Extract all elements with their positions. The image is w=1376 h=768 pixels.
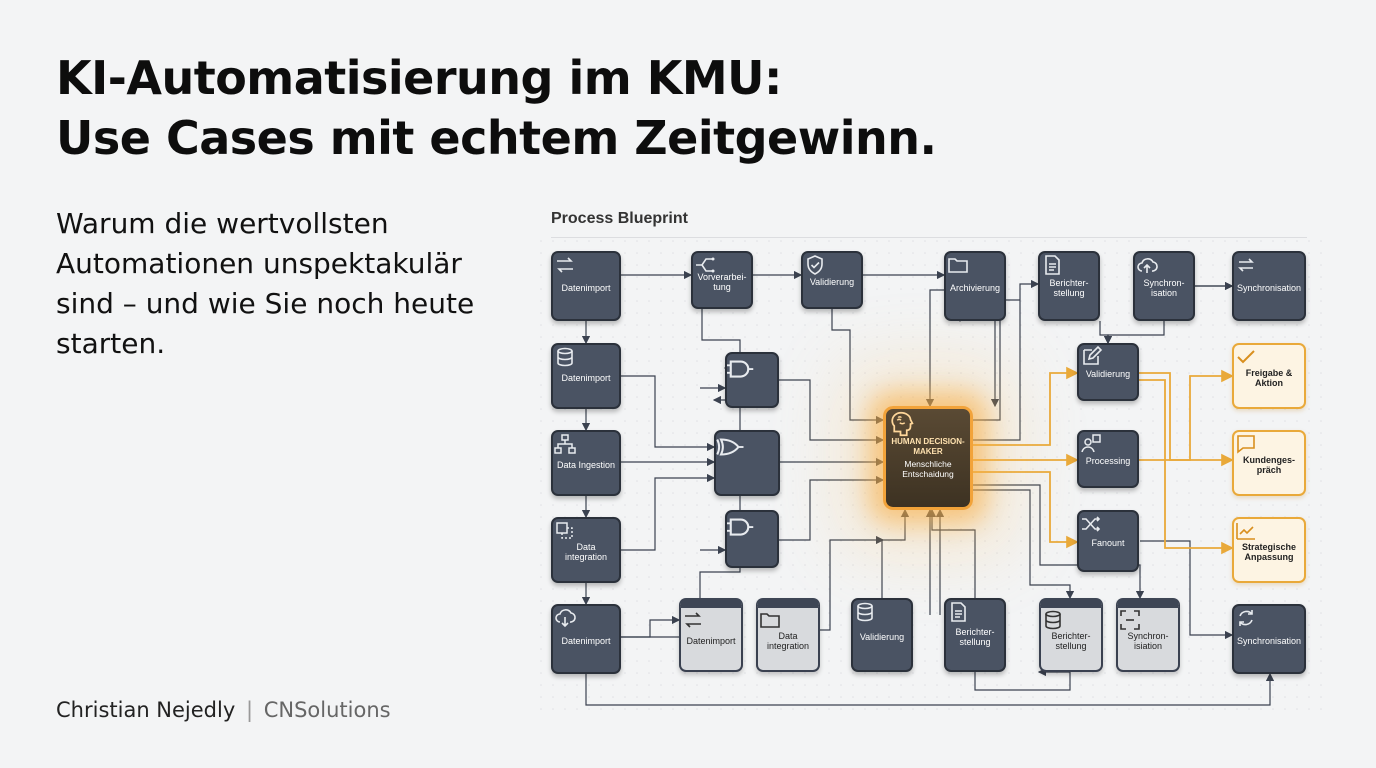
subtitle: Warum die wertvollsten Automationen unsp…: [56, 207, 475, 360]
brain-head-icon: [891, 411, 914, 437]
node-archivierung[interactable]: Archivierung: [944, 251, 1006, 321]
node-kundenges-präch[interactable]: Kundenges-präch: [1232, 430, 1306, 496]
connector: [1103, 321, 1165, 345]
title-line-1: KI-Automatisierung im KMU:: [56, 51, 782, 105]
node-label: Datenimport: [561, 282, 611, 293]
node-label: Synchronisation: [1236, 282, 1302, 293]
node-label: Datenimport: [686, 635, 736, 646]
author-credit: Christian Nejedly | CNSolutions: [56, 698, 391, 722]
node-label: Berichter-stellung: [955, 626, 995, 647]
node-synchron-isiation[interactable]: Synchron-isiation: [1116, 598, 1180, 672]
node-label: Synchronisation: [1236, 635, 1302, 646]
node-label: Validierung: [809, 276, 855, 287]
author-separator: |: [245, 698, 254, 722]
node-label: Synchron-isiation: [1127, 630, 1169, 651]
logic-gate[interactable]: [725, 352, 779, 408]
node-label: Archivierung: [949, 282, 1001, 293]
logic-gate[interactable]: [725, 510, 779, 568]
node-label: Berichter-stellung: [1049, 277, 1089, 298]
logic-gate[interactable]: [714, 430, 780, 496]
node-fanount[interactable]: Fanount: [1077, 510, 1139, 572]
node-label: Berichter-stellung: [1051, 630, 1091, 651]
connector: [974, 667, 1071, 691]
node-datenimport[interactable]: Datenimport: [551, 251, 621, 321]
node-label: Freigabe & Aktion: [1245, 367, 1293, 388]
connector: [927, 508, 976, 650]
node-data-integration[interactable]: Data integration: [551, 517, 621, 583]
connector: [831, 309, 885, 425]
process-diagram: HUMAN DECISION-MAKER Menschliche Entscha…: [540, 240, 1330, 720]
connector: [973, 484, 1145, 600]
node-synchronisation[interactable]: Synchronisation: [1232, 251, 1306, 321]
connector-layer: [540, 240, 1330, 720]
node-synchronisation[interactable]: Synchronisation: [1232, 604, 1306, 674]
human-decision-maker[interactable]: HUMAN DECISION-MAKER Menschliche Entscha…: [883, 406, 973, 510]
connector: [973, 279, 1040, 441]
node-datenimport[interactable]: Datenimport: [551, 604, 621, 674]
page-title: KI-Automatisierung im KMU: Use Cases mit…: [56, 48, 937, 168]
orange-connector: [973, 366, 1079, 446]
connector: [925, 289, 944, 408]
node-processing[interactable]: Processing: [1077, 430, 1139, 488]
node-strategische-anpassung[interactable]: Strategische Anpassung: [1232, 517, 1306, 583]
node-freigabe-aktion[interactable]: Freigabe & Aktion: [1232, 343, 1306, 409]
node-label: Datenimport: [561, 635, 611, 646]
node-label: Data Ingestion: [556, 459, 616, 470]
node-data-integration[interactable]: Data integration: [756, 598, 820, 672]
node-validierung[interactable]: Validierung: [851, 598, 913, 672]
orange-connector: [973, 471, 1079, 549]
node-vorverarbei-tung[interactable]: Vorverarbei-tung: [691, 251, 753, 309]
connector: [820, 535, 885, 631]
node-datenimport[interactable]: Datenimport: [551, 343, 621, 409]
human-label: Menschliche Entschaidung: [902, 459, 954, 479]
node-berichter-stellung[interactable]: Berichter-stellung: [1038, 251, 1100, 321]
node-validierung[interactable]: Validierung: [1077, 343, 1139, 401]
blueprint-title: Process Blueprint: [551, 210, 688, 227]
blueprint-divider: [551, 237, 1307, 238]
node-label: Strategische Anpassung: [1241, 541, 1297, 562]
title-line-2: Use Cases mit echtem Zeitgewinn.: [56, 111, 937, 165]
node-label: Data integration: [564, 541, 608, 562]
node-validierung[interactable]: Validierung: [801, 251, 863, 309]
connector: [621, 615, 681, 638]
node-label: Kundenges-präch: [1242, 454, 1295, 475]
connector: [881, 508, 910, 620]
connector: [621, 375, 716, 452]
connector: [621, 473, 716, 551]
node-label: Synchron-isation: [1143, 277, 1185, 298]
node-label: Processing: [1085, 455, 1131, 466]
connector: [779, 475, 885, 541]
orange-connector: [1139, 379, 1234, 555]
node-label: Validierung: [859, 631, 905, 642]
node-label: Validierung: [1085, 368, 1131, 379]
connector: [779, 379, 885, 445]
connector: [585, 672, 1275, 706]
node-berichter-stellung[interactable]: Berichter-stellung: [944, 598, 1006, 672]
node-data-ingestion[interactable]: Data Ingestion: [551, 430, 621, 496]
node-berichter-stellung[interactable]: Berichter-stellung: [1039, 598, 1103, 672]
node-label: Data integration: [766, 630, 810, 651]
node-datenimport[interactable]: Datenimport: [679, 598, 743, 672]
node-label: Fanount: [1091, 537, 1125, 548]
node-label: Datenimport: [561, 372, 611, 383]
author-org: CNSolutions: [263, 698, 391, 722]
node-label: Vorverarbei-tung: [697, 271, 747, 292]
node-synchron-isation[interactable]: Synchron-isation: [1133, 251, 1195, 321]
connector: [973, 489, 1075, 600]
human-title: HUMAN DECISION-MAKER: [891, 437, 965, 456]
author-name: Christian Nejedly: [56, 698, 236, 722]
